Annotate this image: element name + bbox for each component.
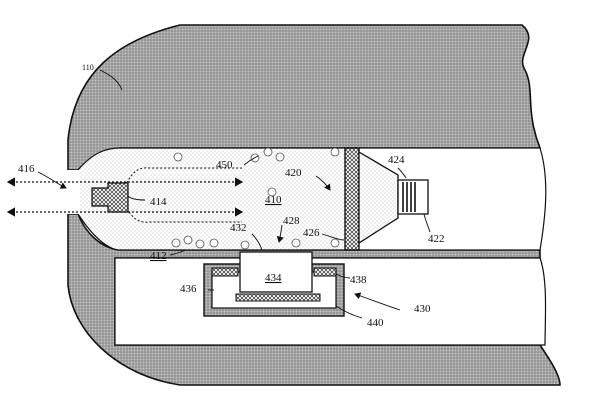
label-420: 420 [285, 167, 302, 179]
magnet-coil [402, 182, 416, 212]
label-436: 436 [180, 283, 197, 295]
bubbles [171, 147, 340, 250]
sensor-chip [239, 251, 313, 293]
label-412: 412 [150, 250, 167, 262]
label-410: 410 [265, 194, 282, 206]
label-450: 450 [216, 159, 233, 171]
label-416: 416 [18, 163, 35, 175]
label-110: 110 [82, 63, 94, 72]
flow-curve [107, 167, 242, 223]
inlet-opening [66, 170, 80, 214]
label-428: 428 [283, 215, 300, 227]
label-430: 430 [414, 303, 431, 315]
label-432: 432 [230, 222, 247, 234]
lower-housing [67, 213, 561, 386]
label-426: 426 [303, 227, 320, 239]
sensor-pad-right [313, 267, 337, 277]
membrane-wall [344, 147, 360, 251]
sensor-pad-left [211, 267, 239, 277]
label-414: 414 [150, 196, 167, 208]
port-plug [91, 182, 129, 213]
label-434: 434 [265, 272, 282, 284]
label-424: 424 [388, 154, 405, 166]
label-422: 422 [428, 233, 445, 245]
speaker-cone [358, 150, 399, 245]
sensor-base [235, 293, 321, 302]
label-440: 440 [367, 317, 384, 329]
label-438: 438 [350, 274, 367, 286]
leader-lines [37, 69, 431, 319]
